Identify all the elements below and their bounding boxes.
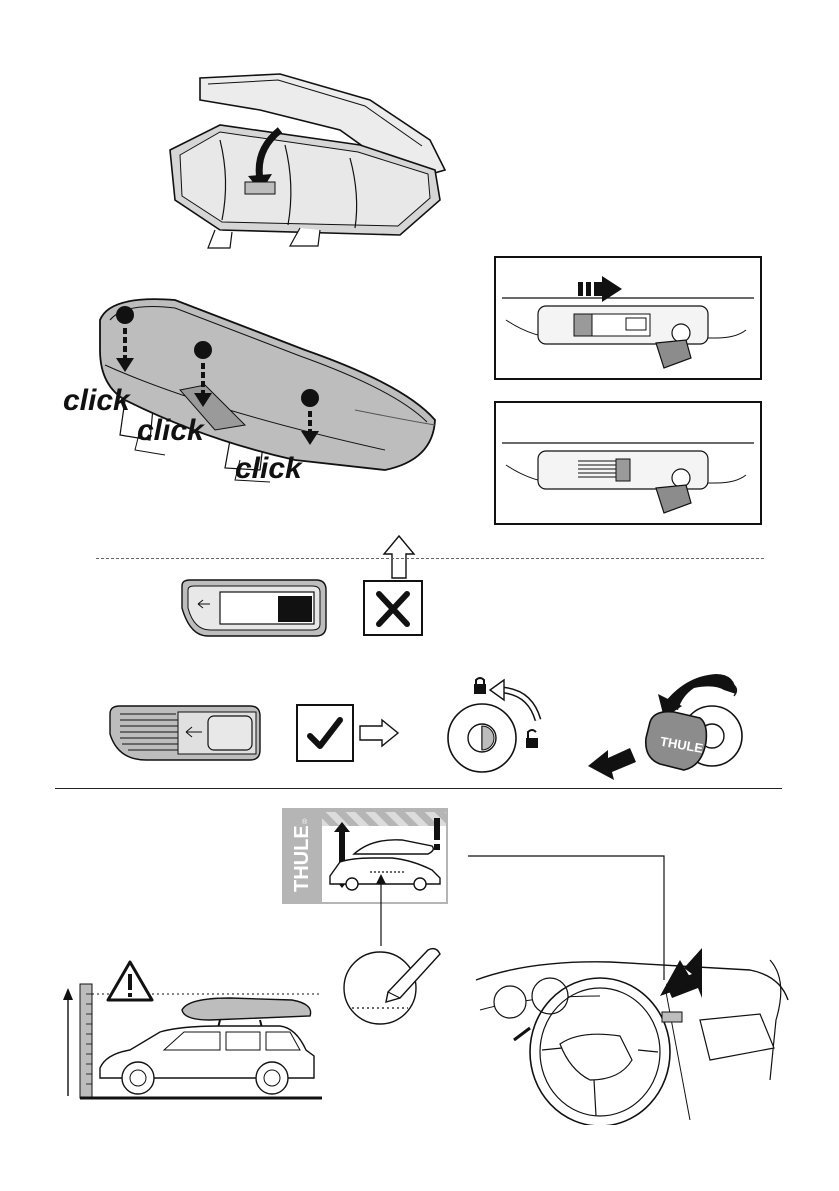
write-height-pen-illustration [340,870,450,1030]
cross-box-icon [363,580,423,636]
sticker-brand-text: THULE [291,825,313,892]
open-roof-box-illustration [160,70,450,250]
click-label-1: click [63,384,131,417]
sticker-brand-mark: ® [302,818,308,826]
dashboard-sticker-placement-illustration [470,940,800,1125]
lock-detail-panel-unlocked [494,256,762,380]
lock-indicator-correct [106,704,262,762]
car-height-illustration [60,960,325,1100]
click-label-2: click [137,414,205,447]
up-arrow-icon [382,534,416,580]
section-divider-solid [55,788,782,789]
check-box-icon [296,704,354,762]
lock-detail-panel-locked [494,401,762,525]
right-arrow-icon [358,718,400,748]
key-removal-illustration: THULE [584,666,750,782]
lock-cylinder-turn-icon [440,676,550,786]
section-divider-dotted [96,558,764,559]
click-label-3: click [235,452,303,485]
lock-indicator-wrong [178,578,328,638]
click-labels: click click click [55,370,315,490]
